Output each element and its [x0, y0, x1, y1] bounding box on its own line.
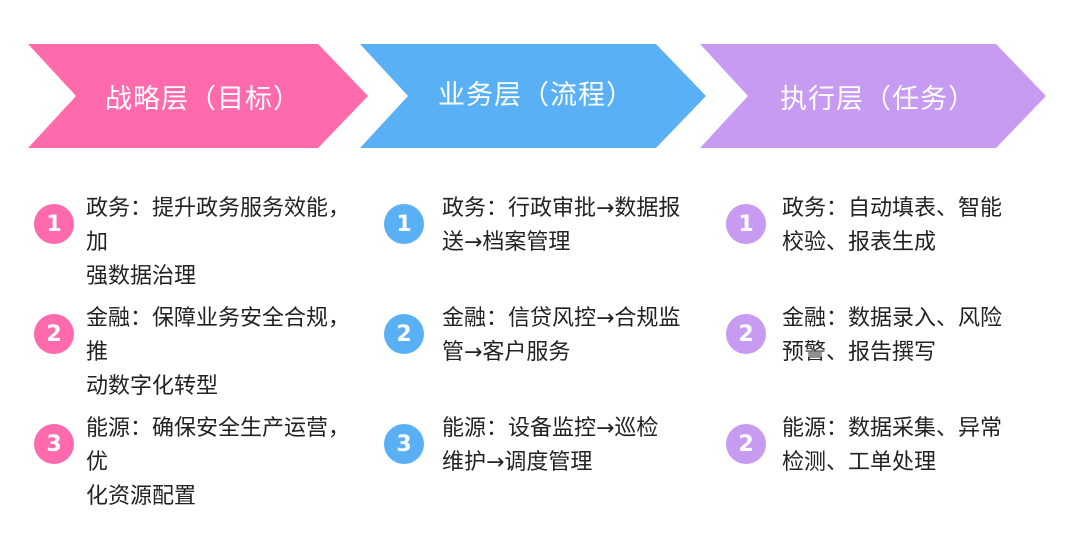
item-line: 金融：数据录入、风险 — [782, 306, 1003, 331]
list-item: 1 政务：提升政务服务效能，加 强数据治理 — [34, 192, 364, 294]
item-line: 政务：行政审批→数据报 — [442, 196, 681, 221]
list-item: 2 金融：信贷风控→合规监 管→客户服务 — [384, 302, 680, 370]
item-text: 政务：行政审批→数据报 送→档案管理 — [442, 192, 680, 260]
list-item: 2 金融：保障业务安全合规，推 动数字化转型 — [34, 302, 364, 404]
list-item: 1 政务：自动填表、智能 校验、报表生成 — [726, 192, 1002, 260]
number-badge: 3 — [384, 424, 424, 464]
item-text: 金融：数据录入、风险 预警、报告撰写 — [782, 302, 1002, 370]
item-text: 能源：设备监控→巡检 维护→调度管理 — [442, 412, 658, 480]
item-line: 能源：设备监控→巡检 — [442, 416, 659, 441]
item-line: 送→档案管理 — [442, 230, 571, 255]
number-badge: 2 — [384, 314, 424, 354]
chevron-strategy: 战略层（目标） — [28, 44, 368, 148]
item-line: 化资源配置 — [86, 484, 197, 509]
item-line: 能源：确保安全生产运营，优 — [86, 416, 351, 475]
item-line: 强数据治理 — [86, 264, 197, 289]
item-text: 政务：提升政务服务效能，加 强数据治理 — [86, 192, 364, 294]
number-badge: 2 — [726, 424, 766, 464]
chevron-strategy-shape — [28, 44, 368, 148]
list-item: 2 金融：数据录入、风险 预警、报告撰写 — [726, 302, 1002, 370]
list-item: 3 能源：确保安全生产运营，优 化资源配置 — [34, 412, 364, 514]
chevron-business: 业务层（流程） — [360, 44, 706, 148]
list-item: 2 能源：数据采集、异常 检测、工单处理 — [726, 412, 1002, 480]
item-text: 能源：确保安全生产运营，优 化资源配置 — [86, 412, 364, 514]
number-badge: 3 — [34, 424, 74, 464]
list-item: 1 政务：行政审批→数据报 送→档案管理 — [384, 192, 680, 260]
item-line: 校验、报表生成 — [782, 230, 937, 255]
item-line: 金融：信贷风控→合规监 — [442, 306, 681, 331]
item-text: 金融：保障业务安全合规，推 动数字化转型 — [86, 302, 364, 404]
number-badge: 1 — [34, 204, 74, 244]
item-line: 管→客户服务 — [442, 340, 571, 365]
chevron-execution-shape — [700, 44, 1046, 148]
chevron-execution: 执行层（任务） — [700, 44, 1046, 148]
number-badge: 2 — [34, 314, 74, 354]
item-line: 金融：保障业务安全合规，推 — [86, 306, 351, 365]
number-badge: 1 — [726, 204, 766, 244]
item-line: 政务：自动填表、智能 — [782, 196, 1003, 221]
item-text: 能源：数据采集、异常 检测、工单处理 — [782, 412, 1002, 480]
item-line: 政务：提升政务服务效能，加 — [86, 196, 351, 255]
list-item: 3 能源：设备监控→巡检 维护→调度管理 — [384, 412, 658, 480]
business-title: 业务层（流程） — [438, 79, 634, 111]
item-line: 动数字化转型 — [86, 374, 219, 399]
execution-title: 执行层（任务） — [780, 83, 976, 115]
item-line: 维护→调度管理 — [442, 450, 593, 475]
item-line: 预警、报告撰写 — [782, 340, 937, 365]
number-badge: 2 — [726, 314, 766, 354]
item-line: 能源：数据采集、异常 — [782, 416, 1003, 441]
number-badge: 1 — [384, 204, 424, 244]
item-line: 检测、工单处理 — [782, 450, 937, 475]
item-text: 政务：自动填表、智能 校验、报表生成 — [782, 192, 1002, 260]
chevron-business-shape — [360, 44, 706, 148]
strategy-title: 战略层（目标） — [105, 83, 301, 115]
item-text: 金融：信贷风控→合规监 管→客户服务 — [442, 302, 680, 370]
